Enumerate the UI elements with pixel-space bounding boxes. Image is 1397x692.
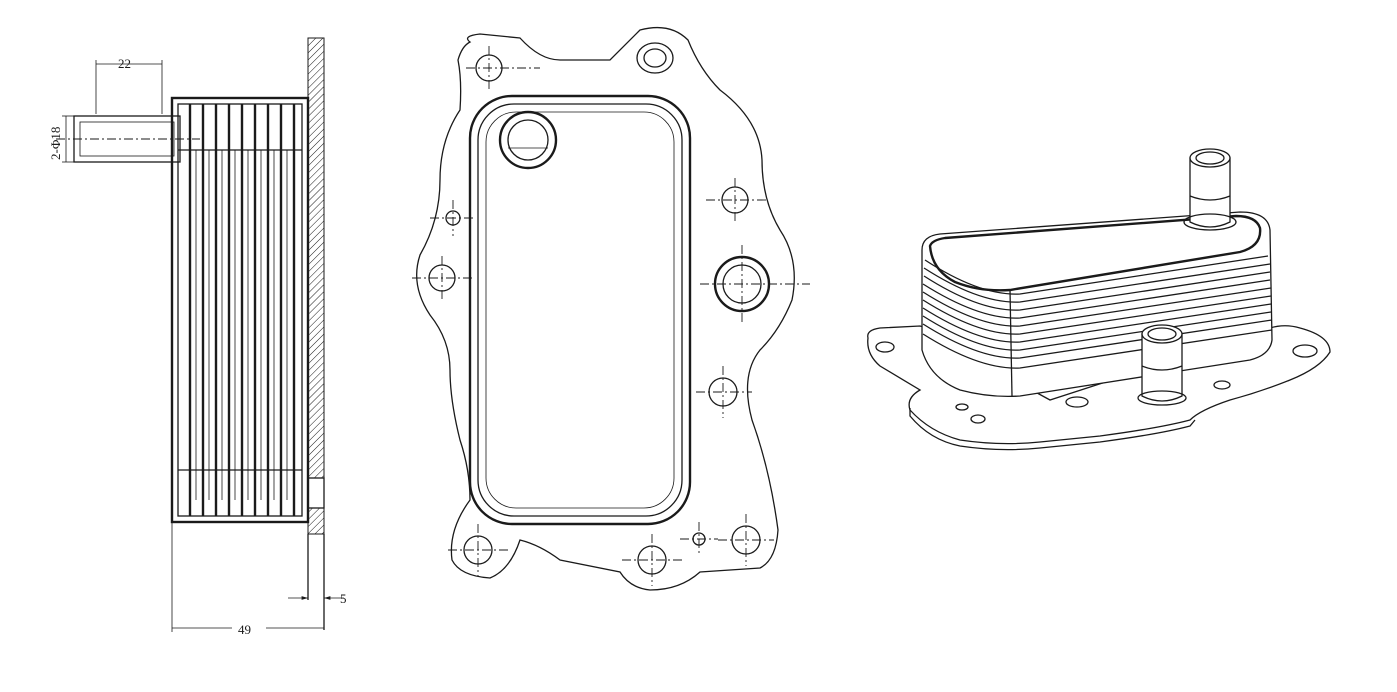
iso-top-tube	[1183, 148, 1237, 231]
upper-port	[498, 110, 558, 170]
plate-stack	[170, 96, 310, 524]
bolt-holes	[412, 42, 774, 586]
flange-section	[307, 37, 325, 479]
dim-flange-thickness: 5	[340, 591, 347, 606]
flange-outline	[416, 26, 795, 591]
dim-tube-length: 22	[118, 56, 131, 71]
dim-overall-depth: 49	[238, 622, 251, 637]
iso-bottom-tube	[1137, 324, 1187, 406]
side-view: 22 2-Φ18 5 49	[48, 37, 347, 637]
isometric-view	[867, 148, 1331, 451]
right-port	[700, 245, 810, 325]
iso-plate-stack	[921, 211, 1273, 398]
front-view	[412, 26, 810, 591]
inlet-tube	[56, 115, 200, 163]
plate-outline	[468, 94, 692, 526]
dim-tube-diameter: 2-Φ18	[48, 127, 63, 160]
